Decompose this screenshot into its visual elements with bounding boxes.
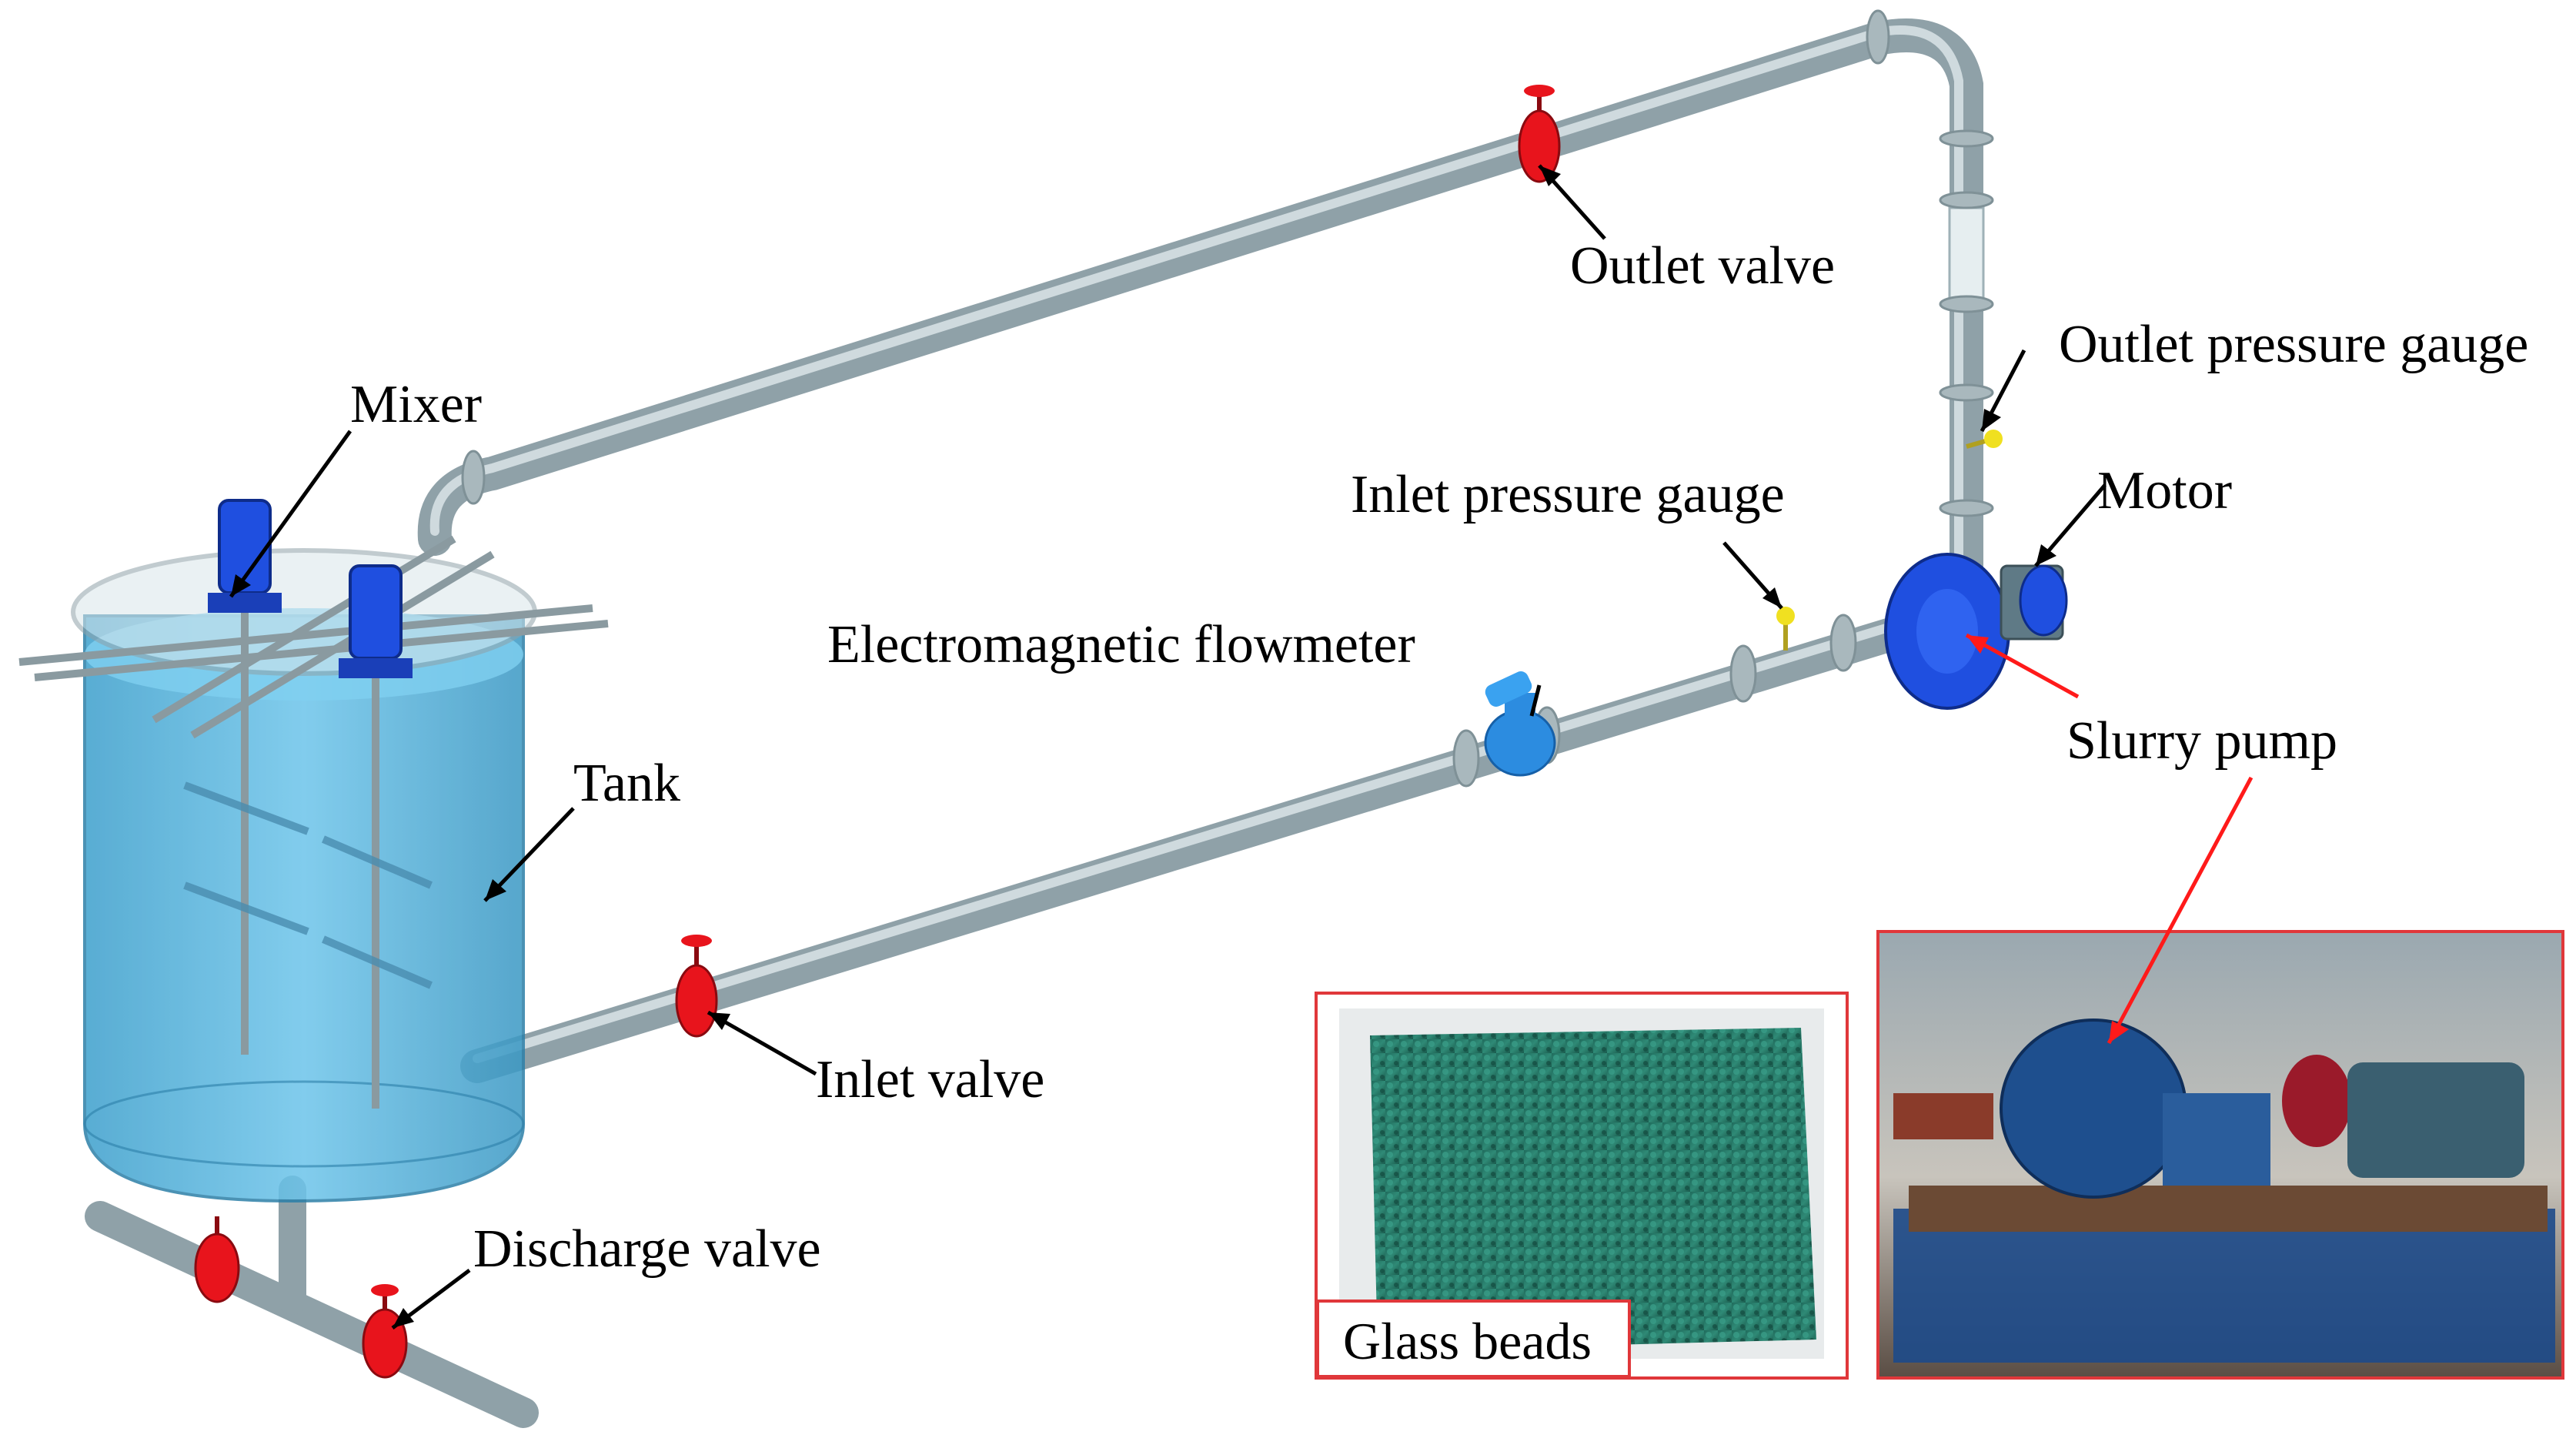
mixer-blades xyxy=(183,781,433,989)
callout-arrows xyxy=(229,164,2254,1330)
label-slurry-pump: Slurry pump xyxy=(2066,711,2337,771)
outlet-pressure-gauge xyxy=(1966,430,2003,449)
inlet-valve[interactable] xyxy=(675,935,718,1038)
slurry-pump xyxy=(1884,553,2010,710)
test-bed-top xyxy=(1909,1186,2548,1232)
electromagnetic-flowmeter xyxy=(1484,671,1556,777)
tank-body xyxy=(83,614,525,1203)
flange xyxy=(1939,129,1994,148)
label-mixer: Mixer xyxy=(350,375,482,434)
clear-pipe-section xyxy=(1948,206,1985,302)
glass-beads-photo: Glass beads xyxy=(1315,992,1849,1380)
support-bar xyxy=(18,604,593,666)
discharge-valve[interactable] xyxy=(362,1284,408,1379)
glass-beads-caption-box xyxy=(1316,1299,1631,1378)
glass-beads-caption: Glass beads xyxy=(1343,1312,1592,1370)
slurry-pump-photo xyxy=(1876,930,2564,1380)
motor xyxy=(2000,564,2068,641)
flange xyxy=(1939,499,1994,517)
flange xyxy=(461,450,486,505)
inlet-pressure-gauge xyxy=(1776,607,1795,651)
mixer-motor xyxy=(339,564,413,678)
discharge-valve-left[interactable] xyxy=(194,1216,240,1303)
label-tank: Tank xyxy=(573,754,680,813)
flange xyxy=(1829,614,1857,672)
label-outlet-pressure-gauge: Outlet pressure gauge xyxy=(2059,315,2528,374)
support-bar xyxy=(152,535,456,724)
component-labels: Mixer Tank Outlet valve Outlet pressure … xyxy=(350,236,2528,1279)
pump-photo-casing xyxy=(2000,1019,2187,1199)
support-bar xyxy=(34,620,609,681)
label-inlet-valve: Inlet valve xyxy=(816,1050,1044,1109)
label-outlet-valve: Outlet valve xyxy=(1570,236,1835,296)
tank-bottom-line xyxy=(83,1080,525,1168)
flange xyxy=(1939,191,1994,209)
pump-photo-inlet xyxy=(1893,1093,1993,1139)
mixer-motor xyxy=(208,499,282,613)
discharge-pipe xyxy=(85,1201,539,1428)
flange xyxy=(1729,644,1757,703)
label-motor: Motor xyxy=(2097,461,2232,520)
flange xyxy=(1939,295,1994,313)
test-bed xyxy=(1893,1209,2555,1363)
pump-photo-motor xyxy=(2347,1062,2524,1178)
label-discharge-valve: Discharge valve xyxy=(473,1219,821,1279)
tank xyxy=(18,499,609,1203)
label-inlet-pressure-gauge: Inlet pressure gauge xyxy=(1351,465,1785,524)
pump-photo-frame xyxy=(2163,1093,2270,1186)
flange xyxy=(1939,383,1994,402)
glass-beads-image xyxy=(1370,1028,1816,1351)
flange xyxy=(1452,729,1480,788)
outlet-valve[interactable] xyxy=(1518,85,1561,183)
flange xyxy=(1866,9,1890,65)
label-electromagnetic-flowmeter: Electromagnetic flowmeter xyxy=(827,615,1415,674)
pump-photo-coupling xyxy=(2282,1055,2351,1147)
